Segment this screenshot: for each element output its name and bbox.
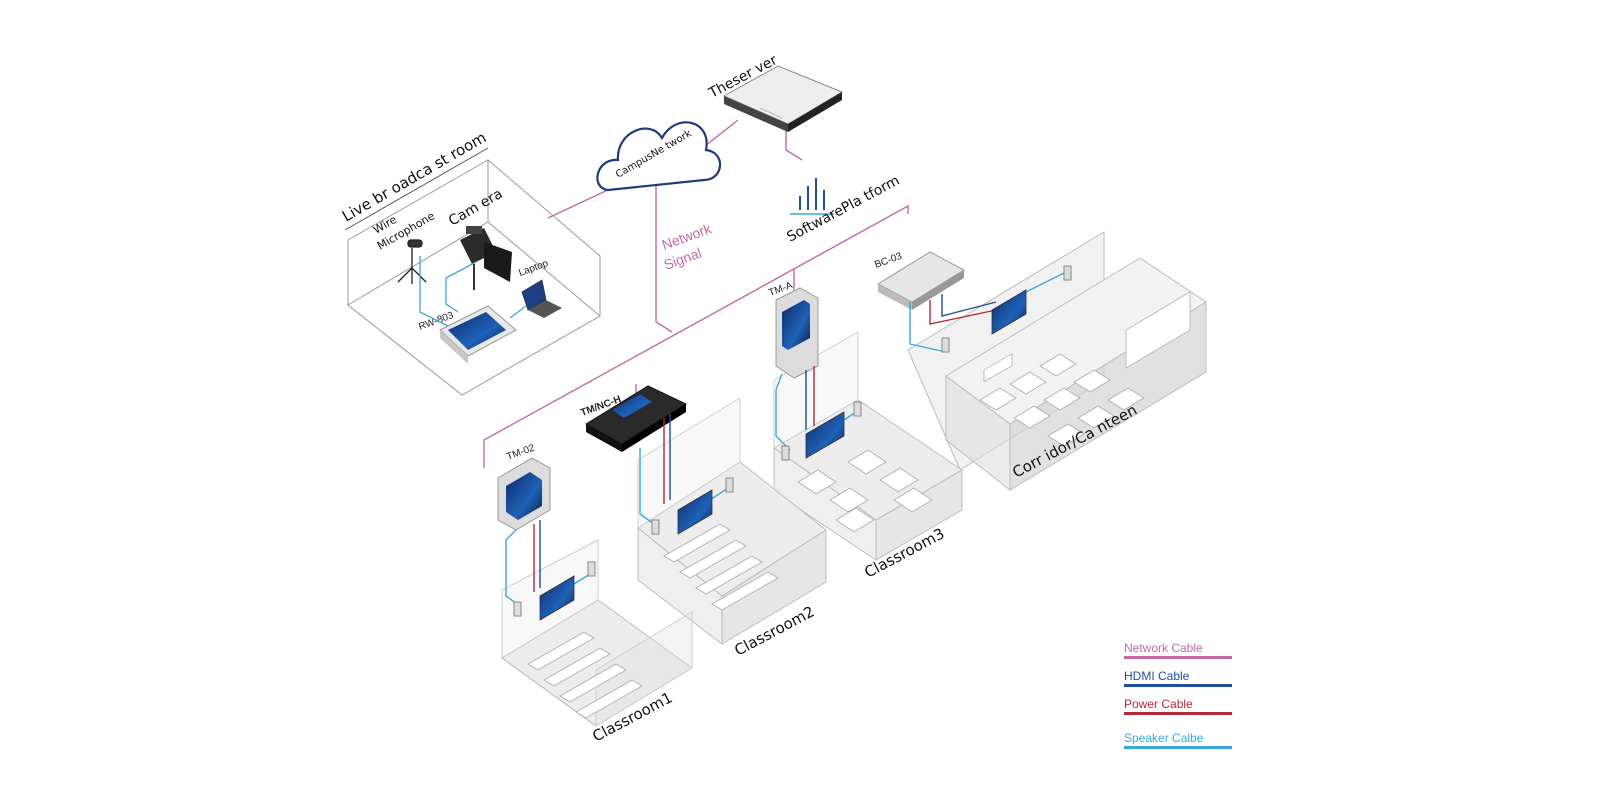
camera-label: Cam era [446, 186, 505, 230]
legend-hdmi: HDMI Cable [1124, 668, 1234, 696]
laptop-icon [521, 279, 562, 318]
bc03-label: BC-03 [873, 251, 904, 271]
signal-bars-icon [790, 178, 834, 215]
classroom2: Classroom2 [637, 397, 827, 660]
speaker-icon [941, 337, 950, 353]
display-icon [539, 575, 575, 621]
bc03-device [876, 251, 966, 310]
legend-speaker-swatch [1124, 746, 1232, 749]
speaker-icon [651, 519, 660, 535]
legend-hdmi-label: HDMI Cable [1124, 669, 1190, 683]
platform-label: SoftwarePla tform [784, 173, 902, 246]
legend-power-label: Power Cable [1124, 697, 1193, 711]
legend-hdmi-swatch [1124, 684, 1232, 687]
tma-device [775, 287, 819, 379]
corridor-canteen-room: Corr idor/Ca nteen [907, 231, 1207, 492]
legend-speaker-label: Speaker Calbe [1124, 731, 1204, 745]
legend-network-swatch [1124, 656, 1232, 659]
table-chair-icon [983, 353, 1013, 383]
speaker-icon [781, 445, 790, 461]
legend-network: Network Cable [1124, 640, 1234, 668]
cable-legend: Network Cable HDMI Cable Power Cable Spe… [1124, 640, 1234, 758]
microphone-icon [397, 239, 427, 284]
camera-icon [460, 226, 512, 290]
speaker-icon [587, 561, 596, 577]
legend-power-swatch [1124, 712, 1232, 715]
live-broadcast-room: Live br oadca st room Wire Microphone Ca… [339, 128, 601, 396]
display-icon [991, 289, 1027, 335]
legend-power: Power Cable [1124, 696, 1234, 724]
tm02-device [497, 457, 551, 531]
speaker-icon [725, 477, 734, 493]
legend-speaker: Speaker Calbe [1124, 730, 1234, 758]
display-icon [677, 489, 713, 535]
control-panel-icon [439, 305, 517, 364]
cloud-icon: CampusNe twork [596, 121, 722, 192]
display-icon [805, 411, 845, 459]
speaker-icon [513, 601, 522, 617]
server-icon [722, 65, 844, 132]
legend-network-label: Network Cable [1124, 641, 1203, 655]
speaker-icon [1063, 265, 1072, 281]
speaker-icon [853, 401, 862, 417]
